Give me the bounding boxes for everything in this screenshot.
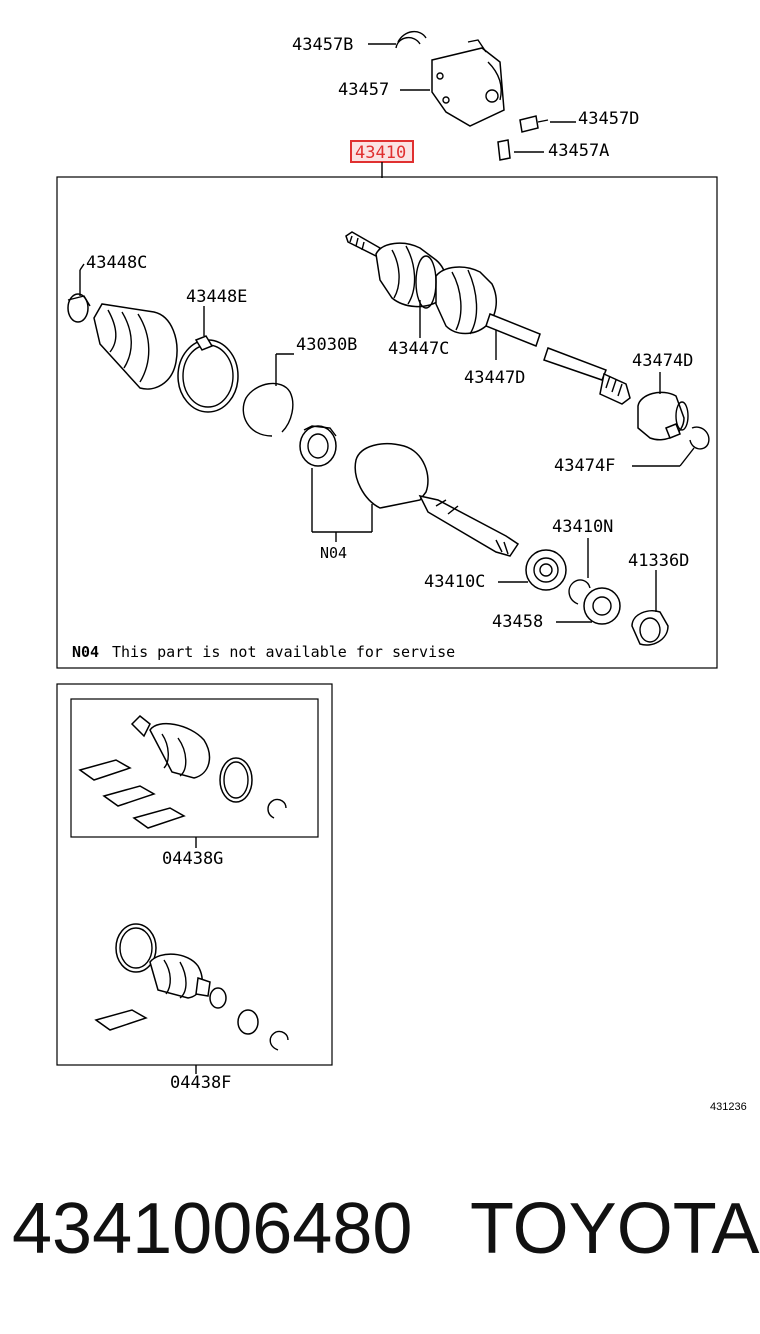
- parts-diagram: 43457B 43457 43457D 43410 43457A 43448C …: [56, 31, 747, 1113]
- callout-43458: 43458: [492, 612, 543, 632]
- callout-N04: N04: [320, 544, 347, 562]
- callout-43447C: 43447C: [388, 339, 449, 359]
- inner-race-N04: [299, 425, 337, 467]
- boot-band-43448E: [177, 335, 239, 413]
- callout-43410N: 43410N: [552, 517, 613, 537]
- kit-04438G-frame: [70, 698, 319, 838]
- callout-43447D: 43447D: [464, 368, 525, 388]
- snap-ring-43030B: [242, 382, 294, 437]
- diagram-reference-number: 431236: [710, 1101, 747, 1113]
- drive-shaft-assembly: [345, 231, 631, 405]
- clip-43474F: [665, 423, 710, 450]
- callout-41336D: 41336D: [628, 551, 689, 571]
- outboard-boot: [93, 303, 178, 390]
- callout-43030B: 43030B: [296, 335, 357, 355]
- footer: 4341006480 TOYOTA: [0, 1188, 760, 1278]
- boot-clamp-43447C: [415, 255, 437, 309]
- snap-ring-43410N: [568, 579, 591, 605]
- callout-43474F: 43474F: [554, 456, 615, 476]
- note-code: N04: [72, 643, 99, 661]
- boot-clamp-43448C: [67, 293, 91, 323]
- part-number: 4341006480: [12, 1189, 413, 1269]
- bearing-43410C: [525, 549, 567, 591]
- seal-41336D: [631, 610, 669, 646]
- kit-04438G-parts: [78, 714, 287, 829]
- callout-43457A: 43457A: [548, 141, 609, 161]
- brand-name: TOYOTA: [470, 1189, 760, 1269]
- note-text: This part is not available for servise: [112, 643, 455, 661]
- callout-43410C: 43410C: [424, 572, 485, 592]
- kit-04438F-parts: [94, 923, 289, 1051]
- callout-43448E: 43448E: [186, 287, 247, 307]
- callout-43457B: 43457B: [292, 35, 353, 55]
- seal-43458: [583, 587, 621, 625]
- callout-43457: 43457: [338, 80, 389, 100]
- outer-joint-housing: [354, 442, 520, 557]
- callout-04438F: 04438F: [170, 1073, 231, 1093]
- bracket-assembly-43457: [395, 31, 549, 161]
- callout-43448C: 43448C: [86, 253, 147, 273]
- callout-43410-highlighted[interactable]: 43410: [355, 143, 406, 163]
- callout-43457D: 43457D: [578, 109, 639, 129]
- kits-frame: [56, 683, 333, 1066]
- callout-04438G: 04438G: [162, 849, 223, 869]
- main-assembly-frame: [56, 176, 718, 669]
- dust-cover-43474D: [637, 391, 689, 441]
- callout-43474D: 43474D: [632, 351, 693, 371]
